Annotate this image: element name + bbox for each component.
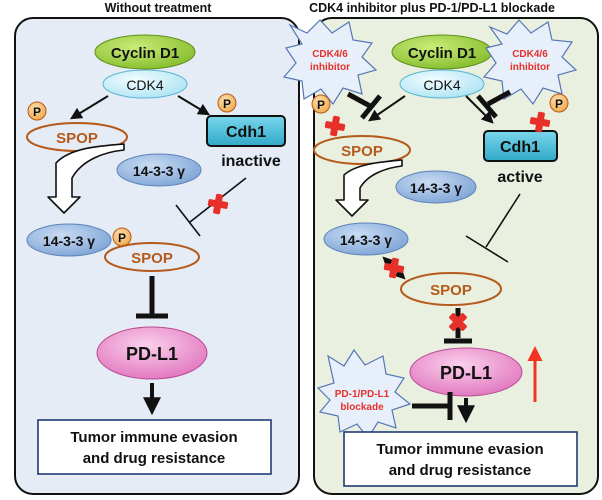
right-pathway: Cyclin D1 CDK4 CDK4/6 inhibitor CDK4/6 i… — [282, 19, 578, 487]
cdk46-inhibitor-label: CDK4/6 — [512, 49, 548, 60]
spop-label-top: SPOP — [341, 143, 383, 160]
inhibitor-block-right — [486, 89, 512, 107]
cdk4-node — [399, 69, 485, 99]
cdk46-inhibitor-starburst-left — [282, 19, 378, 106]
cdh1-inhibition-line — [485, 193, 521, 248]
cdh1-node — [206, 115, 286, 147]
pdl1-node — [96, 326, 208, 380]
phospho-label: P — [33, 105, 41, 119]
pdl1-label: PD-L1 — [440, 363, 492, 383]
cyclin-d1-label: Cyclin D1 — [111, 45, 179, 62]
blocked-x-icon — [449, 313, 467, 331]
spop-label-bound: SPOP — [131, 250, 173, 267]
cdk46-inhibitor-label: CDK4/6 — [312, 49, 348, 60]
cdk4-to-cdh1-arrow — [177, 95, 211, 116]
phospho-badge — [217, 93, 237, 113]
cdk4-label: CDK4 — [423, 77, 461, 93]
inhibition-bar — [360, 94, 382, 120]
spop-node-bound — [104, 242, 200, 272]
cdk4-label: CDK4 — [126, 77, 164, 93]
blocked-x-icon — [529, 111, 551, 133]
gamma-1433-label: 14-3-3 γ — [133, 163, 185, 179]
gamma-1433-node-free — [395, 170, 477, 204]
cdh1-node — [483, 130, 558, 162]
gamma-1433-label: 14-3-3 γ — [410, 180, 462, 196]
cyclin-d1-node — [94, 34, 196, 70]
pdl1-node — [409, 347, 523, 397]
cyclin-d1-label: Cyclin D1 — [408, 45, 476, 62]
inhibition-bar — [175, 204, 201, 237]
cdk46-inhibitor-label: inhibitor — [510, 62, 550, 73]
binding-hollow-arrow — [47, 143, 125, 214]
cdk46-inhibitor-label: inhibitor — [310, 62, 350, 73]
gamma-1433-label: 14-3-3 γ — [43, 233, 95, 249]
cdh1-label: Cdh1 — [226, 124, 266, 141]
outcome-line1: Tumor immune evasion — [70, 429, 237, 446]
pdl1-label: PD-L1 — [126, 344, 178, 364]
cdh1-state-inactive: inactive — [221, 153, 281, 170]
blocked-x-icon — [207, 193, 229, 215]
cdk4-node — [102, 69, 188, 99]
left-pathway: Cyclin D1 CDK4 SPOP P Cdh1 P inactive 14… — [26, 34, 286, 475]
gamma-1433-node-bound — [26, 223, 112, 257]
inhibition-bar — [465, 235, 509, 263]
gamma-1433-label: 14-3-3 γ — [340, 232, 392, 248]
gamma-1433-node-lower — [323, 222, 409, 256]
pd1-blockade-label: blockade — [340, 402, 384, 413]
cdh1-state-active: active — [497, 169, 542, 186]
cdk4-to-spop-arrow — [368, 95, 406, 122]
right-panel-title: CDK4 inhibitor plus PD-1/PD-L1 blockade — [309, 1, 555, 15]
phospho-label: P — [118, 231, 126, 245]
phospho-badge — [311, 94, 331, 114]
cdk4-to-cdh1-arrow — [465, 95, 494, 124]
cdk4-to-spop-arrow — [69, 95, 109, 120]
cdh1-label: Cdh1 — [500, 139, 540, 156]
blocked-x-icon — [324, 115, 346, 137]
phospho-label: P — [223, 97, 231, 111]
left-panel-title: Without treatment — [105, 1, 213, 15]
outcome-line2: and drug resistance — [389, 462, 532, 479]
inhibitor-block-left — [346, 91, 372, 109]
phospho-label: P — [317, 98, 325, 112]
outcome-line1: Tumor immune evasion — [376, 441, 543, 458]
binding-hollow-arrow — [335, 159, 403, 217]
spop-node-free — [400, 272, 502, 306]
outcome-box — [37, 419, 272, 475]
gamma-1433-node-free — [116, 153, 202, 187]
pd1-blockade-label: PD-1/PD-L1 — [335, 389, 390, 400]
pd1-blockade-starburst — [316, 348, 412, 440]
outcome-line2: and drug resistance — [83, 450, 226, 467]
phospho-badge — [549, 93, 569, 113]
phospho-label: P — [555, 97, 563, 111]
phospho-badge — [27, 101, 47, 121]
outcome-box — [343, 431, 578, 487]
blocked-x-icon — [383, 257, 405, 279]
spop-label-top: SPOP — [56, 130, 98, 147]
spop-label-free: SPOP — [430, 282, 472, 299]
spop-node-top — [313, 135, 411, 165]
